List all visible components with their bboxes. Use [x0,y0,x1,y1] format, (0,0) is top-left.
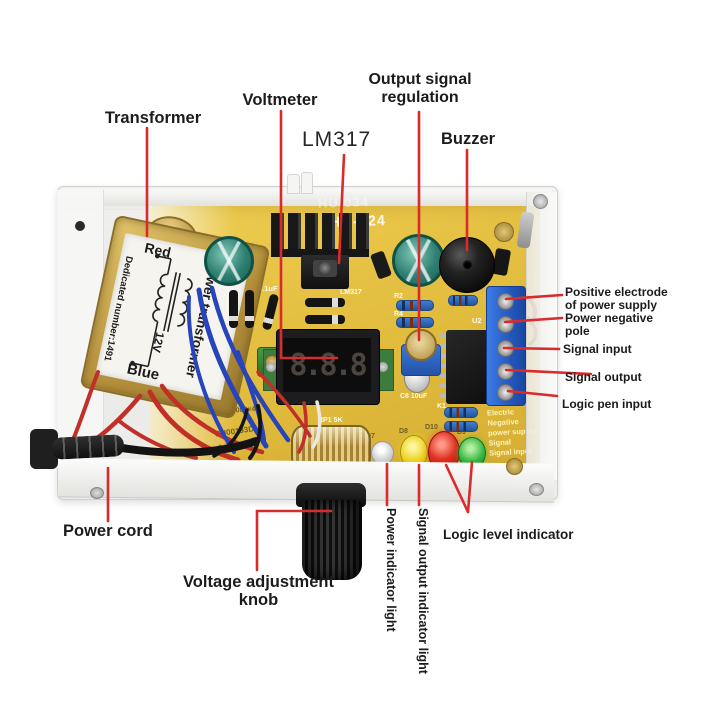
line-positive [504,293,564,301]
silkscreen-r2: R2 [394,293,403,300]
case-screw [533,194,548,209]
callout-line: Voltage adjustment [183,573,334,591]
diode-d1 [305,298,345,307]
line-logic-green-led [466,460,474,514]
callout-line: of power supply [565,298,658,313]
line-negative [503,316,564,324]
callout-buzzer: Buzzer [441,130,496,148]
brass-standoff-screw [494,222,514,242]
callout-signal-input: Signal input [563,342,632,356]
callout-lm317: LM317 [302,128,372,151]
brass-standoff-screw [506,458,523,475]
lm317-heatsink [271,213,369,251]
silkscreen-u2: U2 [472,316,482,325]
ic-legs-left [440,334,447,400]
callout-line: pole [565,324,590,339]
silkscreen-k1: K1 [437,403,446,410]
silkscreen-d8: D8 [399,428,408,435]
callout-voltmeter: Voltmeter [242,91,318,109]
callout-output-regulation: Output signal regulation [360,71,480,107]
diode-d4 [245,290,254,328]
callout-logic-pen-input: Logic pen input [562,397,652,411]
callout-logic-indicator: Logic level indicator [443,527,574,542]
silkscreen-d10: D10 [425,424,438,431]
case-tab [287,174,300,194]
terminal-screw-negative [497,316,514,333]
transformer-component: Red Dedicated number:1491 Power transfor… [79,211,271,420]
silkscreen-d9: D9 [457,429,466,436]
callout-line: regulation [381,88,459,106]
line-voltmeter [279,109,339,360]
callout-power-cord: Power cord [63,522,153,540]
line-knob [255,509,333,572]
terminal-screw-positive [497,293,514,310]
callout-power-negative: Power negative pole [565,311,654,339]
silkscreen-r4: R4 [394,311,403,318]
voltmeter-screw [266,362,276,372]
silkscreen-rp1: RP1 5K [318,417,343,424]
silkscreen-c8: C8 10uF [400,393,428,400]
line-lm317 [337,153,346,265]
electrolytic-capacitor-left [204,236,254,286]
heatsink-base [271,249,369,257]
resistor-r2 [396,300,434,311]
resistor [444,407,478,418]
callout-line: knob [238,591,279,610]
callout-power-indicator: Power indicator light [384,508,398,632]
voltmeter-screw [378,362,388,372]
callout-signal-output: Signal output [565,370,642,384]
line-logic-red-led [444,463,470,514]
trimpot-screw-top [405,329,437,361]
case-screw [529,483,544,496]
callout-line: Positive electrode [565,285,668,299]
buzzer-hole [463,260,472,269]
callout-signal-indicator: Signal output indicator light [416,508,430,674]
resistor [444,421,478,432]
voltage-adjustment-knob[interactable] [302,500,362,580]
transformer-winding-symbol [130,253,193,368]
case-tab [301,172,313,194]
silkscreen-c1: 0.1uF [258,284,278,293]
voltmeter-digits: 8.8.8 [289,347,367,383]
voltmeter-module: 8.8.8 [276,329,380,405]
silkscreen-lm317: LM317 [340,289,362,296]
line-logic-pen [506,389,559,398]
case-screw [90,487,104,499]
case-screw [75,221,85,231]
callout-positive-electrode: Positive electrode of power supply [565,285,668,313]
voltmeter-display: 8.8.8 [283,338,371,392]
diode-d3 [229,290,238,328]
callout-line: Output signal [368,71,472,88]
resistor [448,295,478,306]
line-signal-output [504,368,593,376]
lm317-mounting-screw [319,262,331,274]
callout-line: Power negative [565,311,654,325]
callout-voltage-knob: Voltage adjustment knob [180,573,337,610]
diode-d2 [305,315,345,324]
resistor-r4 [396,317,434,328]
transformer-label: Red Dedicated number:1491 Power transfor… [95,232,251,401]
case-right-rim [526,192,557,480]
line-signal-input [502,346,561,351]
callout-transformer: Transformer [104,109,202,127]
